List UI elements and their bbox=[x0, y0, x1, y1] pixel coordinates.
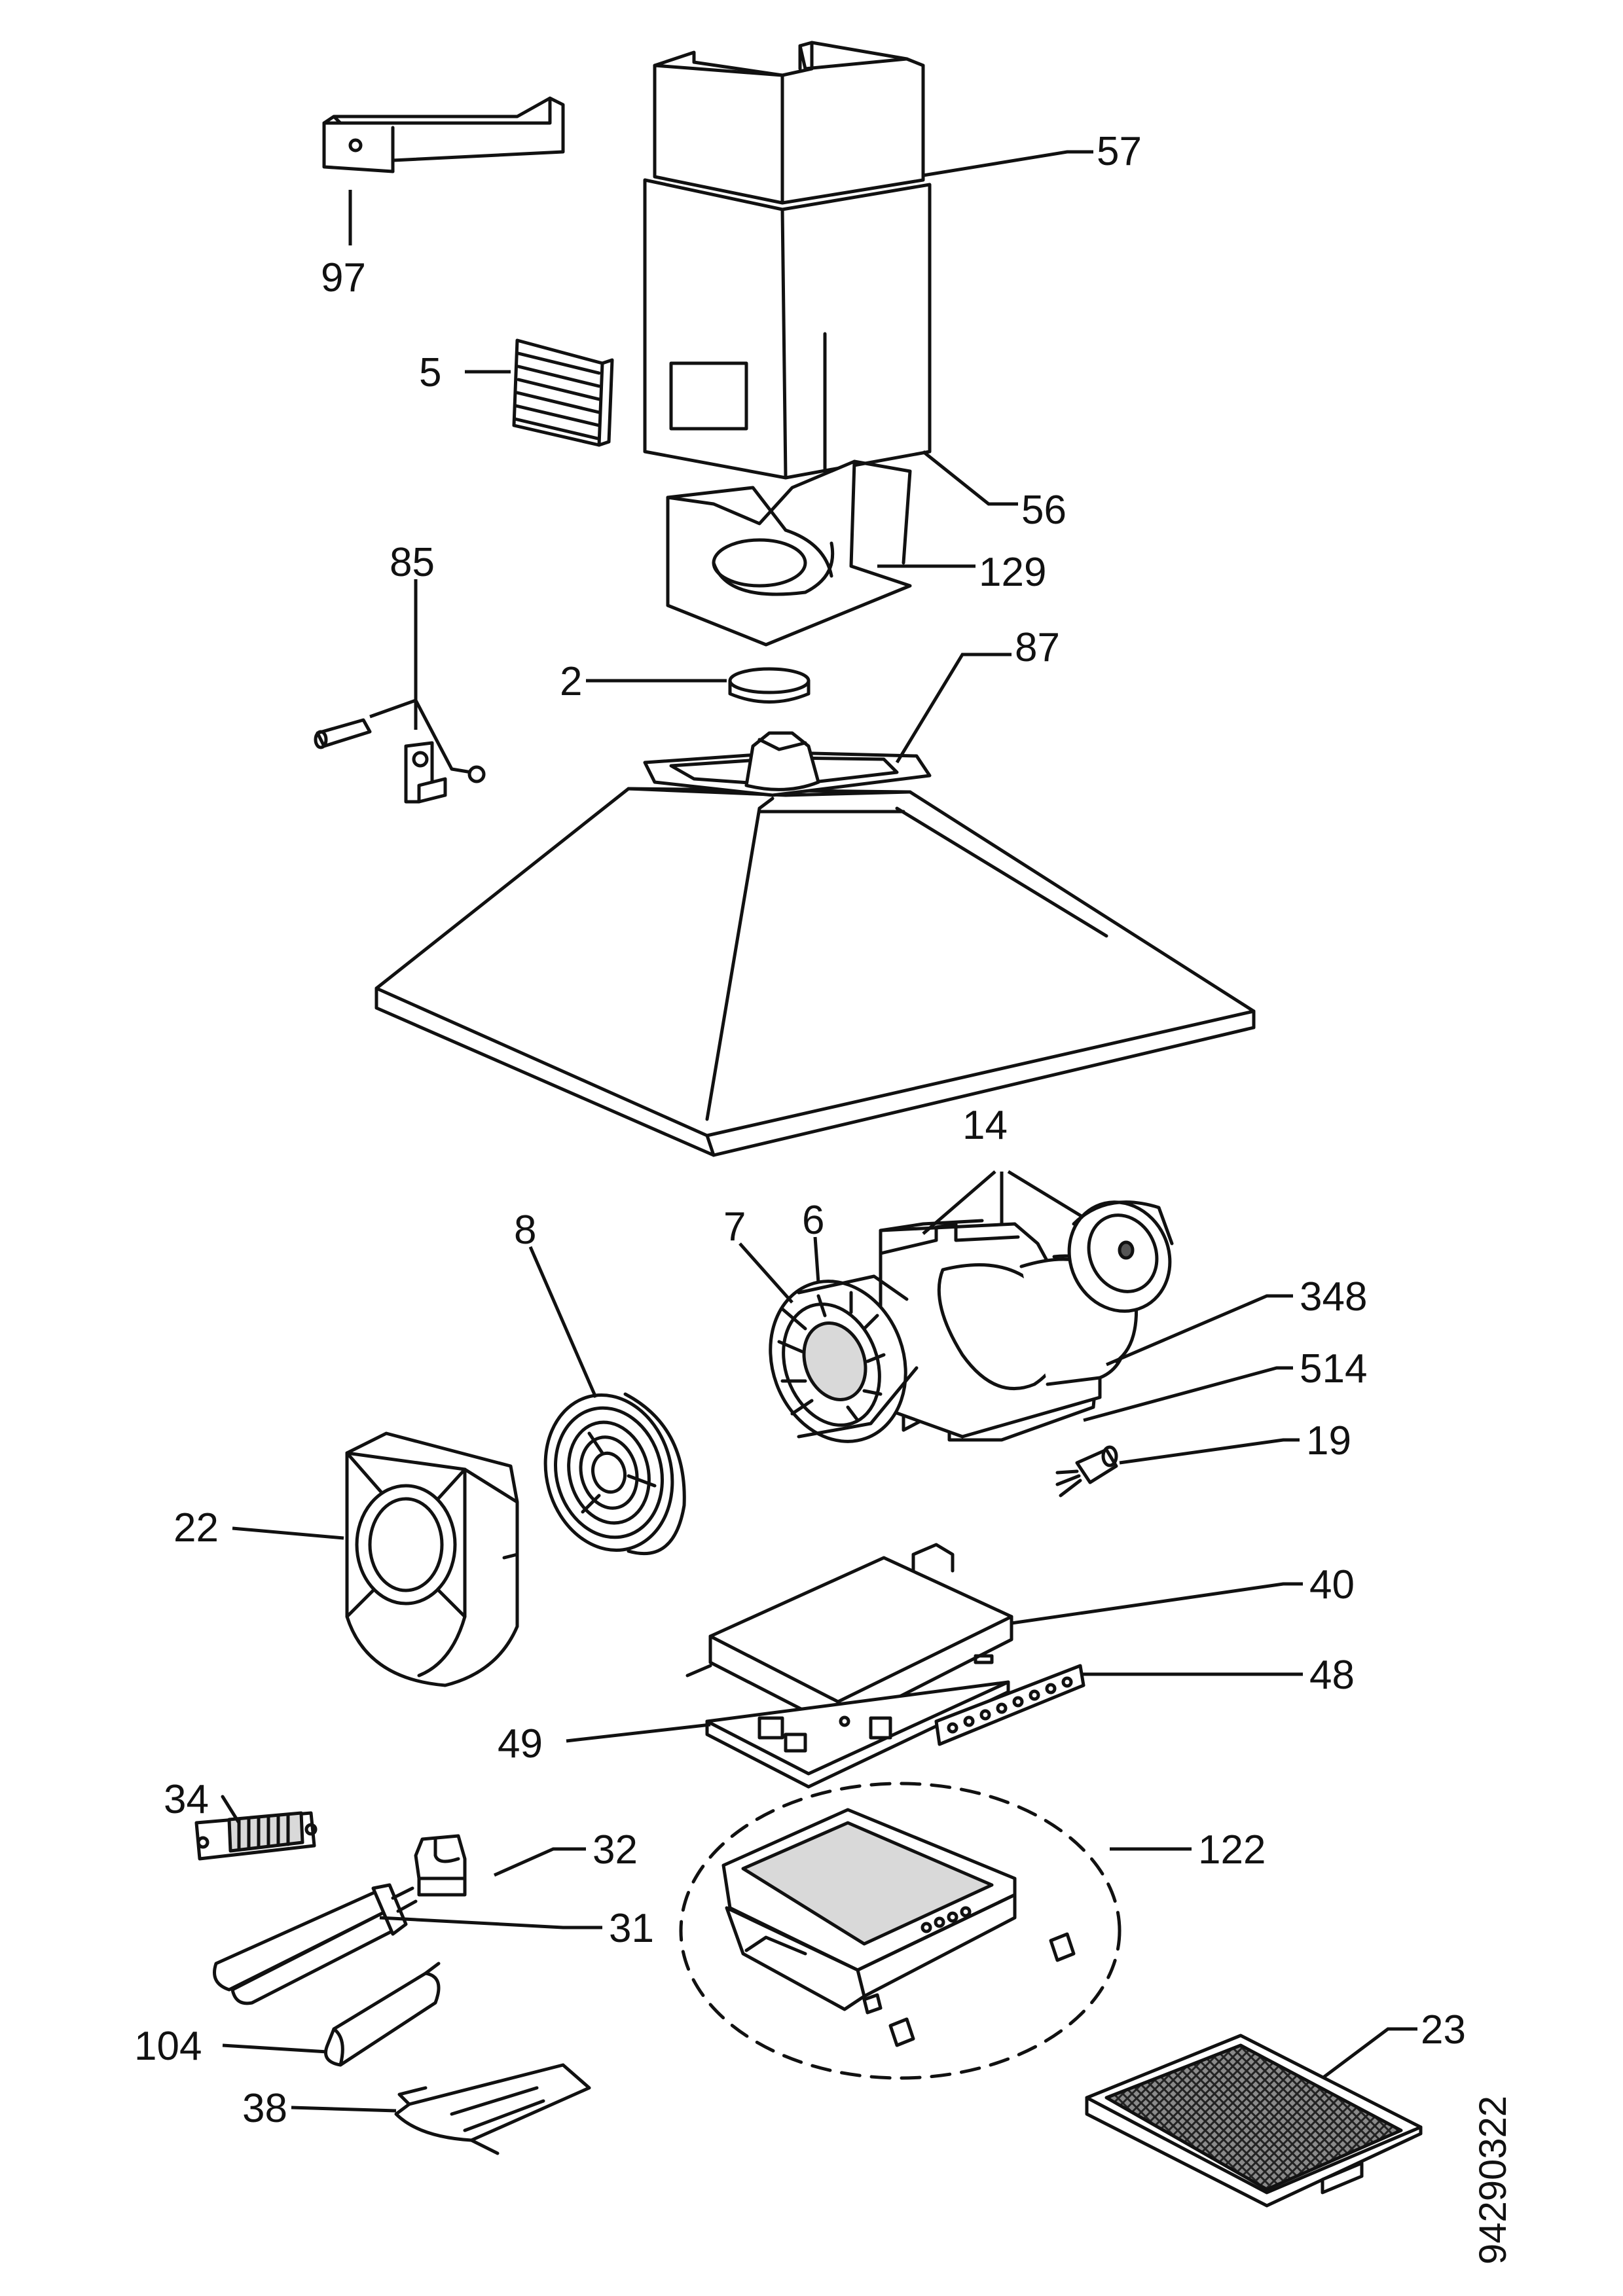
callout-5: 5 bbox=[419, 350, 441, 395]
callout-122: 122 bbox=[1198, 1827, 1266, 1873]
part-22-fan-casing bbox=[345, 1431, 519, 1687]
part-56-lower-chimney bbox=[643, 178, 932, 480]
callout-40: 40 bbox=[1309, 1562, 1355, 1607]
callout-97: 97 bbox=[321, 255, 366, 300]
part-31-fluorescent-lamp bbox=[213, 1883, 418, 2005]
callout-129: 129 bbox=[979, 550, 1046, 595]
document-number: 94290322 bbox=[1472, 2096, 1514, 2265]
part-104-lamp-diffuser bbox=[324, 1962, 441, 2067]
callout-14: 14 bbox=[962, 1103, 1008, 1148]
callout-22: 22 bbox=[173, 1505, 219, 1551]
callout-34: 34 bbox=[164, 1777, 209, 1822]
part-48-switch-panel bbox=[934, 1664, 1085, 1746]
callout-7: 7 bbox=[723, 1204, 746, 1249]
part-2-duct-ring bbox=[728, 667, 811, 704]
part-23-grease-filter bbox=[1085, 2034, 1423, 2208]
callout-348: 348 bbox=[1300, 1274, 1367, 1319]
part-14-blower-housing bbox=[879, 1200, 1174, 1442]
callout-514: 514 bbox=[1300, 1346, 1367, 1391]
part-85-fixing-kit bbox=[314, 718, 486, 804]
callout-104: 104 bbox=[134, 2024, 202, 2069]
callout-31: 31 bbox=[609, 1906, 654, 1951]
callout-32: 32 bbox=[593, 1827, 638, 1873]
part-57-upper-chimney bbox=[653, 41, 925, 205]
part-8-motor-plate bbox=[543, 1392, 686, 1556]
callout-2: 2 bbox=[560, 659, 582, 704]
callout-38: 38 bbox=[242, 2086, 287, 2131]
callout-56: 56 bbox=[1021, 488, 1067, 533]
callout-85: 85 bbox=[390, 540, 435, 585]
part-38-light-cover bbox=[394, 2063, 591, 2155]
callout-23: 23 bbox=[1421, 2007, 1466, 2053]
part-6-7-impeller-wheel bbox=[769, 1274, 919, 1443]
leader-lines bbox=[222, 150, 1417, 2113]
callout-19: 19 bbox=[1306, 1418, 1351, 1463]
callout-87: 87 bbox=[1015, 625, 1060, 670]
callout-57: 57 bbox=[1097, 129, 1142, 174]
part-34-terminal-block bbox=[194, 1795, 318, 1861]
callout-49: 49 bbox=[498, 1721, 543, 1767]
callout-48: 48 bbox=[1309, 1653, 1355, 1698]
part-32-lamp-holder bbox=[414, 1834, 467, 1897]
part-122-control-cassette bbox=[679, 1782, 1122, 2080]
callout-labels: 97 57 5 56 85 129 2 87 14 8 7 6 348 514 … bbox=[134, 129, 1514, 2265]
part-19-capacitor bbox=[1055, 1445, 1118, 1498]
callout-6: 6 bbox=[802, 1198, 824, 1243]
part-5-vent-grille bbox=[512, 338, 614, 447]
part-87-hood-canopy bbox=[374, 731, 1256, 1157]
part-49-circuit-board bbox=[705, 1680, 1010, 1789]
callout-8: 8 bbox=[514, 1208, 536, 1253]
part-97-wall-bracket bbox=[322, 96, 565, 173]
part-129-air-deflector bbox=[666, 459, 912, 647]
